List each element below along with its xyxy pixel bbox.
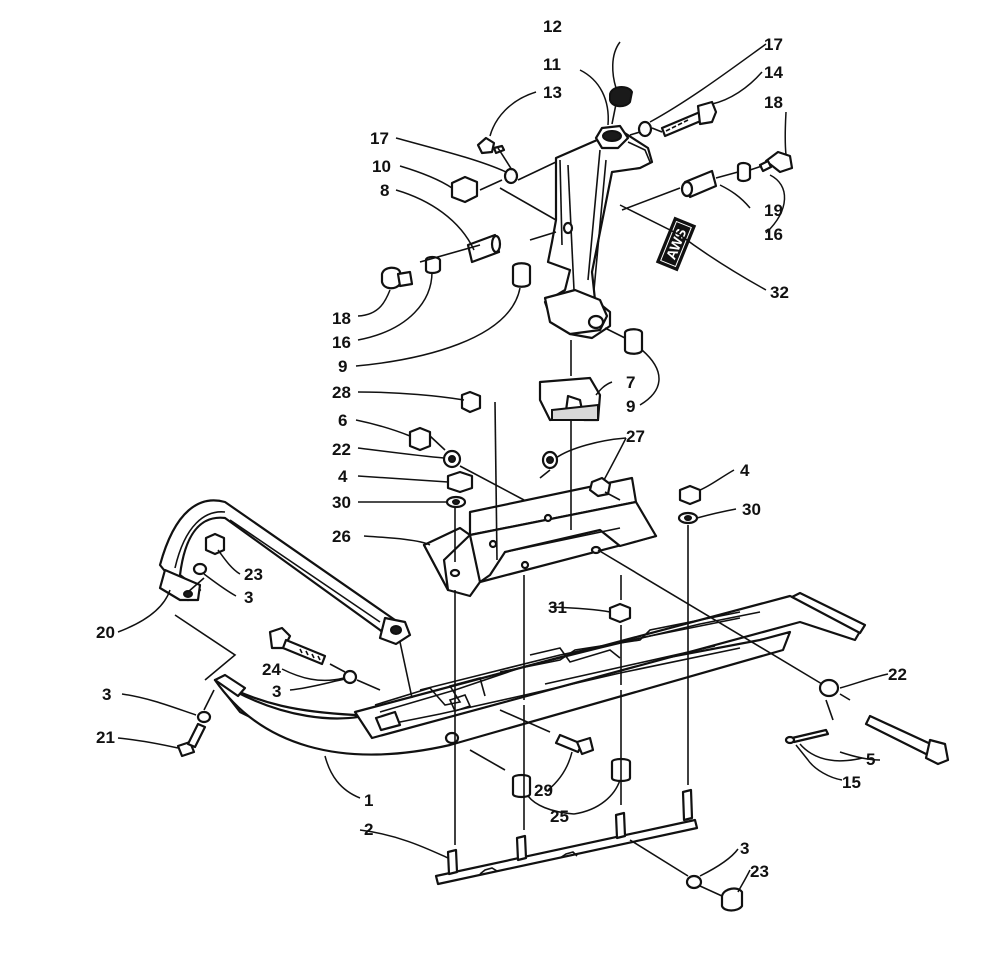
- callout-labels: 12 11 13 17 14 18 17 10 8 19 16 32 18 16…: [96, 17, 907, 881]
- callout-5: 5: [866, 750, 875, 769]
- callout-17-top: 17: [764, 35, 783, 54]
- callout-22-left: 22: [332, 440, 351, 459]
- callout-4-right: 4: [740, 461, 750, 480]
- callout-23-left: 23: [244, 565, 263, 584]
- callout-1: 1: [364, 791, 373, 810]
- callout-16-right: 16: [764, 225, 783, 244]
- callout-13: 13: [543, 83, 562, 102]
- callout-23-right: 23: [750, 862, 769, 881]
- callout-8: 8: [380, 181, 389, 200]
- callout-30-left: 30: [332, 493, 351, 512]
- callout-9-left: 9: [338, 357, 347, 376]
- callout-15: 15: [842, 773, 861, 792]
- callout-11: 11: [543, 55, 561, 74]
- callout-12: 12: [543, 17, 562, 36]
- callout-9-right: 9: [626, 397, 635, 416]
- callout-27: 27: [626, 427, 645, 446]
- callout-2: 2: [364, 820, 373, 839]
- callout-29: 29: [534, 781, 553, 800]
- callout-31: 31: [548, 598, 567, 617]
- callout-22-right: 22: [888, 665, 907, 684]
- ski: [213, 591, 867, 756]
- callout-26: 26: [332, 527, 351, 546]
- callout-25: 25: [550, 807, 569, 826]
- callout-32: 32: [770, 283, 789, 302]
- callout-6: 6: [338, 411, 347, 430]
- callout-17-left: 17: [370, 129, 389, 148]
- callout-14: 14: [764, 63, 783, 82]
- callout-18-right: 18: [764, 93, 783, 112]
- hardware: [176, 86, 950, 912]
- spindle: [543, 124, 654, 340]
- callout-20: 20: [96, 623, 115, 642]
- ski-loop-handle: [158, 499, 412, 646]
- callout-21: 21: [96, 728, 115, 747]
- callout-3-c: 3: [102, 685, 111, 704]
- callout-7: 7: [626, 373, 635, 392]
- bracket: [538, 376, 602, 422]
- leader-lines: [117, 41, 889, 893]
- callout-3-b: 3: [272, 682, 281, 701]
- callout-30-right: 30: [742, 500, 761, 519]
- callout-18-left: 18: [332, 309, 351, 328]
- callout-4-left: 4: [338, 467, 348, 486]
- callout-24: 24: [262, 660, 281, 679]
- assembly-lines: [174, 103, 851, 897]
- callout-3-d: 3: [740, 839, 749, 858]
- callout-28: 28: [332, 383, 351, 402]
- callout-19: 19: [764, 201, 783, 220]
- callout-10: 10: [372, 157, 391, 176]
- callout-3-a: 3: [244, 588, 253, 607]
- wear-bar: [434, 788, 699, 886]
- callout-16-left: 16: [332, 333, 351, 352]
